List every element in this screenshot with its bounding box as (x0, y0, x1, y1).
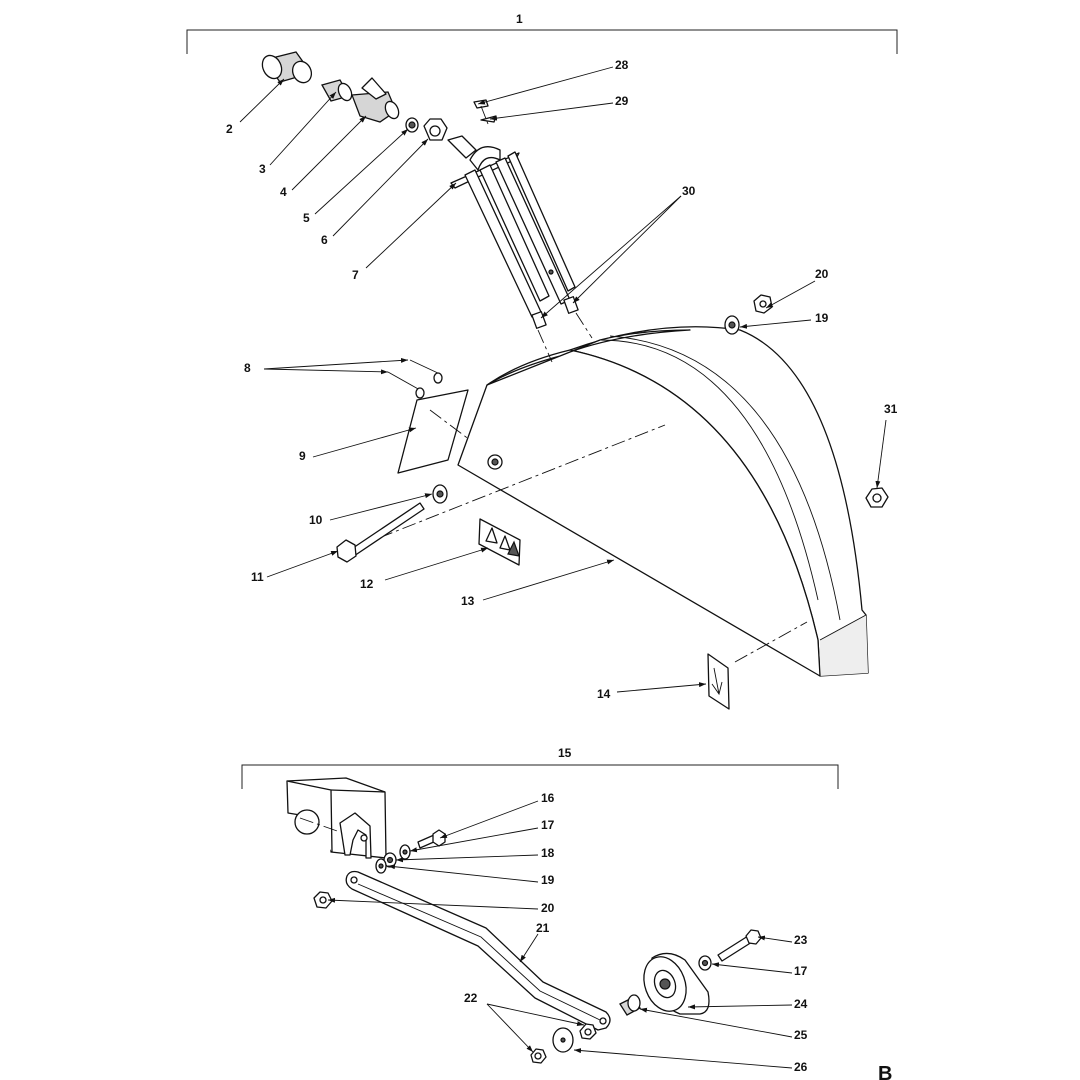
water-pipe (447, 135, 576, 318)
label-22: 22 (464, 991, 478, 1005)
label-30: 30 (682, 184, 696, 198)
label-7: 7 (352, 268, 359, 282)
arm-end-hardware (530, 1023, 597, 1064)
callout-labels-lower: 16 17 18 19 20 21 22 23 17 24 25 26 (464, 791, 808, 1074)
guard-screws (531, 296, 579, 329)
pin-and-clip (473, 99, 497, 125)
label-15: 15 (558, 746, 572, 760)
label-29: 29 (615, 94, 629, 108)
label-16: 16 (541, 791, 555, 805)
label-3: 3 (259, 162, 266, 176)
center-axis-pipe-left (537, 329, 553, 363)
label-4: 4 (280, 185, 287, 199)
label-26: 26 (794, 1060, 808, 1074)
assembly-15-bracket: 15 (241, 746, 839, 789)
arrow-decal (707, 653, 730, 710)
label-17-lower: 17 (794, 964, 808, 978)
leader-lines-lower (327, 800, 793, 1069)
label-24: 24 (794, 997, 808, 1011)
label-1: 1 (516, 12, 523, 26)
water-fittings (261, 51, 448, 141)
label-9: 9 (299, 449, 306, 463)
label-19-upper: 19 (815, 311, 829, 325)
label-31: 31 (884, 402, 898, 416)
label-20-lower: 20 (541, 901, 555, 915)
warning-decal (478, 518, 521, 566)
label-25: 25 (794, 1028, 808, 1042)
shaft-washer-and-bolt (336, 484, 448, 563)
wheel-assembly (619, 929, 762, 1016)
label-5: 5 (303, 211, 310, 225)
upper-washer-nut (724, 294, 773, 335)
callout-labels-upper: 2 3 4 5 6 7 28 29 30 20 19 31 8 9 10 11 … (226, 58, 898, 701)
center-axis-rear (734, 621, 808, 663)
wheel-mount-bracket (286, 777, 387, 859)
label-2: 2 (226, 122, 233, 136)
label-18: 18 (541, 846, 555, 860)
label-14: 14 (597, 687, 611, 701)
center-axis-pipe-right (575, 312, 593, 339)
label-6: 6 (321, 233, 328, 247)
leader-lines-upper (239, 66, 887, 693)
center-axis-main (355, 424, 666, 548)
label-20-upper: 20 (815, 267, 829, 281)
label-28: 28 (615, 58, 629, 72)
label-8: 8 (244, 361, 251, 375)
label-12: 12 (360, 577, 374, 591)
rivets-and-plate (387, 359, 471, 474)
wheel-arm (345, 870, 611, 1031)
label-19-lower: 19 (541, 873, 555, 887)
blade-guard (457, 326, 869, 677)
label-17-upper: 17 (541, 818, 555, 832)
label-10: 10 (309, 513, 323, 527)
assembly-1-bracket: 1 (186, 12, 898, 54)
label-13: 13 (461, 594, 475, 608)
label-23: 23 (794, 933, 808, 947)
side-nut (865, 487, 889, 508)
corner-letter: B (878, 1063, 892, 1080)
label-21: 21 (536, 921, 550, 935)
label-11: 11 (251, 570, 264, 584)
